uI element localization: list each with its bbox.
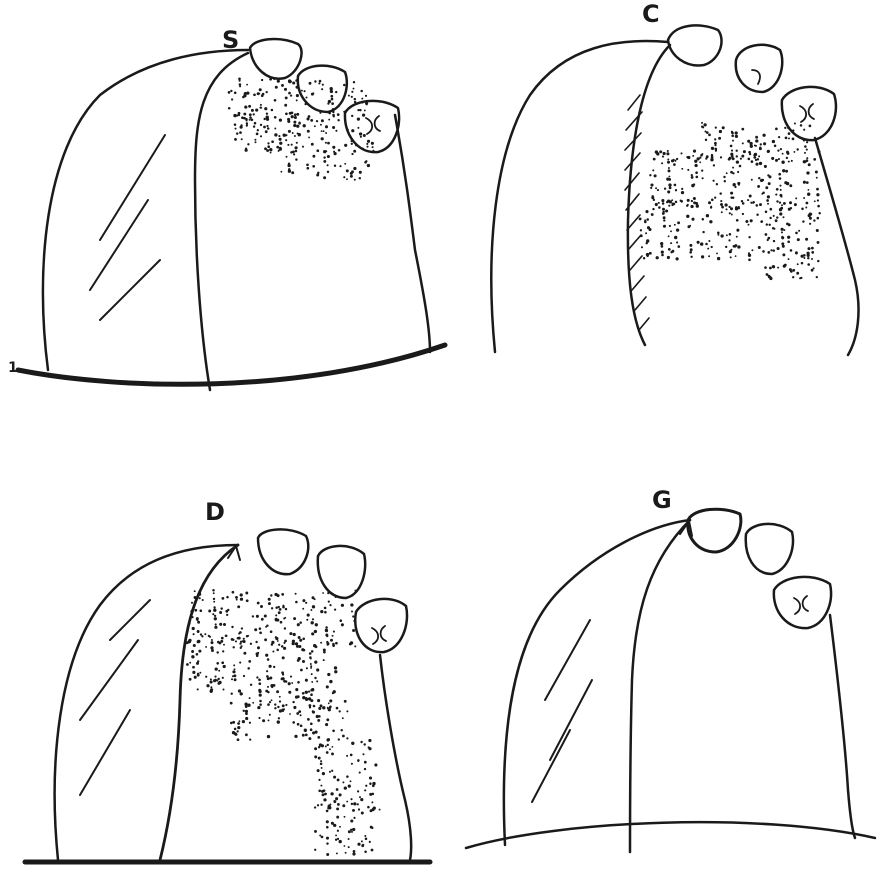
panel-label-d: D (205, 498, 225, 526)
panel-label-c: C (642, 0, 660, 28)
divider-line-s (195, 53, 248, 390)
toe-pad-g-2 (746, 524, 793, 574)
divider-line-g (630, 520, 690, 852)
outline-right-s (395, 115, 430, 352)
toe-pad-s-3-mark (366, 116, 380, 134)
panel-c: C (491, 0, 858, 355)
outline-right-d (380, 655, 411, 860)
toe-pad-c-2 (736, 45, 782, 92)
hatch-stroke-s-2 (90, 200, 148, 290)
hatch-stroke-d-3 (80, 710, 130, 795)
stray-tick-mark: 1 (8, 360, 18, 376)
hatch-stroke-g-3 (532, 730, 570, 802)
toe-pad-d-1 (258, 529, 308, 574)
divider-arrow-d (228, 546, 240, 560)
outline-dome-d (55, 545, 238, 860)
stipple-region-c (639, 122, 821, 280)
hatch-stroke-g-1 (545, 620, 590, 700)
toe-pad-s-1 (250, 39, 302, 79)
ground-line-g (466, 822, 875, 848)
toe-pad-c-2-mark (752, 70, 760, 84)
toe-pad-c-1 (668, 25, 722, 65)
panel-s: S 1 (8, 26, 445, 390)
toe-pad-g-1 (688, 509, 741, 552)
outline-dome-s (43, 50, 248, 370)
hatch-stroke-s-3 (100, 260, 160, 320)
panel-label-g: G (652, 486, 672, 514)
toe-pad-d-3-mark (372, 626, 386, 644)
divider-line-c (628, 45, 670, 345)
outline-dome-g (504, 520, 690, 845)
outline-right-g (830, 615, 855, 838)
outline-right-c (815, 138, 859, 355)
outline-dome-c (491, 41, 668, 352)
panel-d: D (25, 498, 430, 862)
toe-pad-g-3-mark (794, 596, 808, 614)
toe-pad-c-3-mark (800, 104, 814, 122)
ground-line-s (18, 345, 445, 384)
panel-g: G (466, 486, 875, 852)
toe-pad-d-2 (318, 546, 365, 598)
hatch-stroke-d-2 (80, 640, 138, 720)
hatch-stroke-g-2 (550, 680, 592, 760)
toe-pad-d-3 (355, 599, 407, 652)
hatch-stroke-d-1 (110, 600, 150, 640)
stipple-region-d (186, 589, 381, 856)
